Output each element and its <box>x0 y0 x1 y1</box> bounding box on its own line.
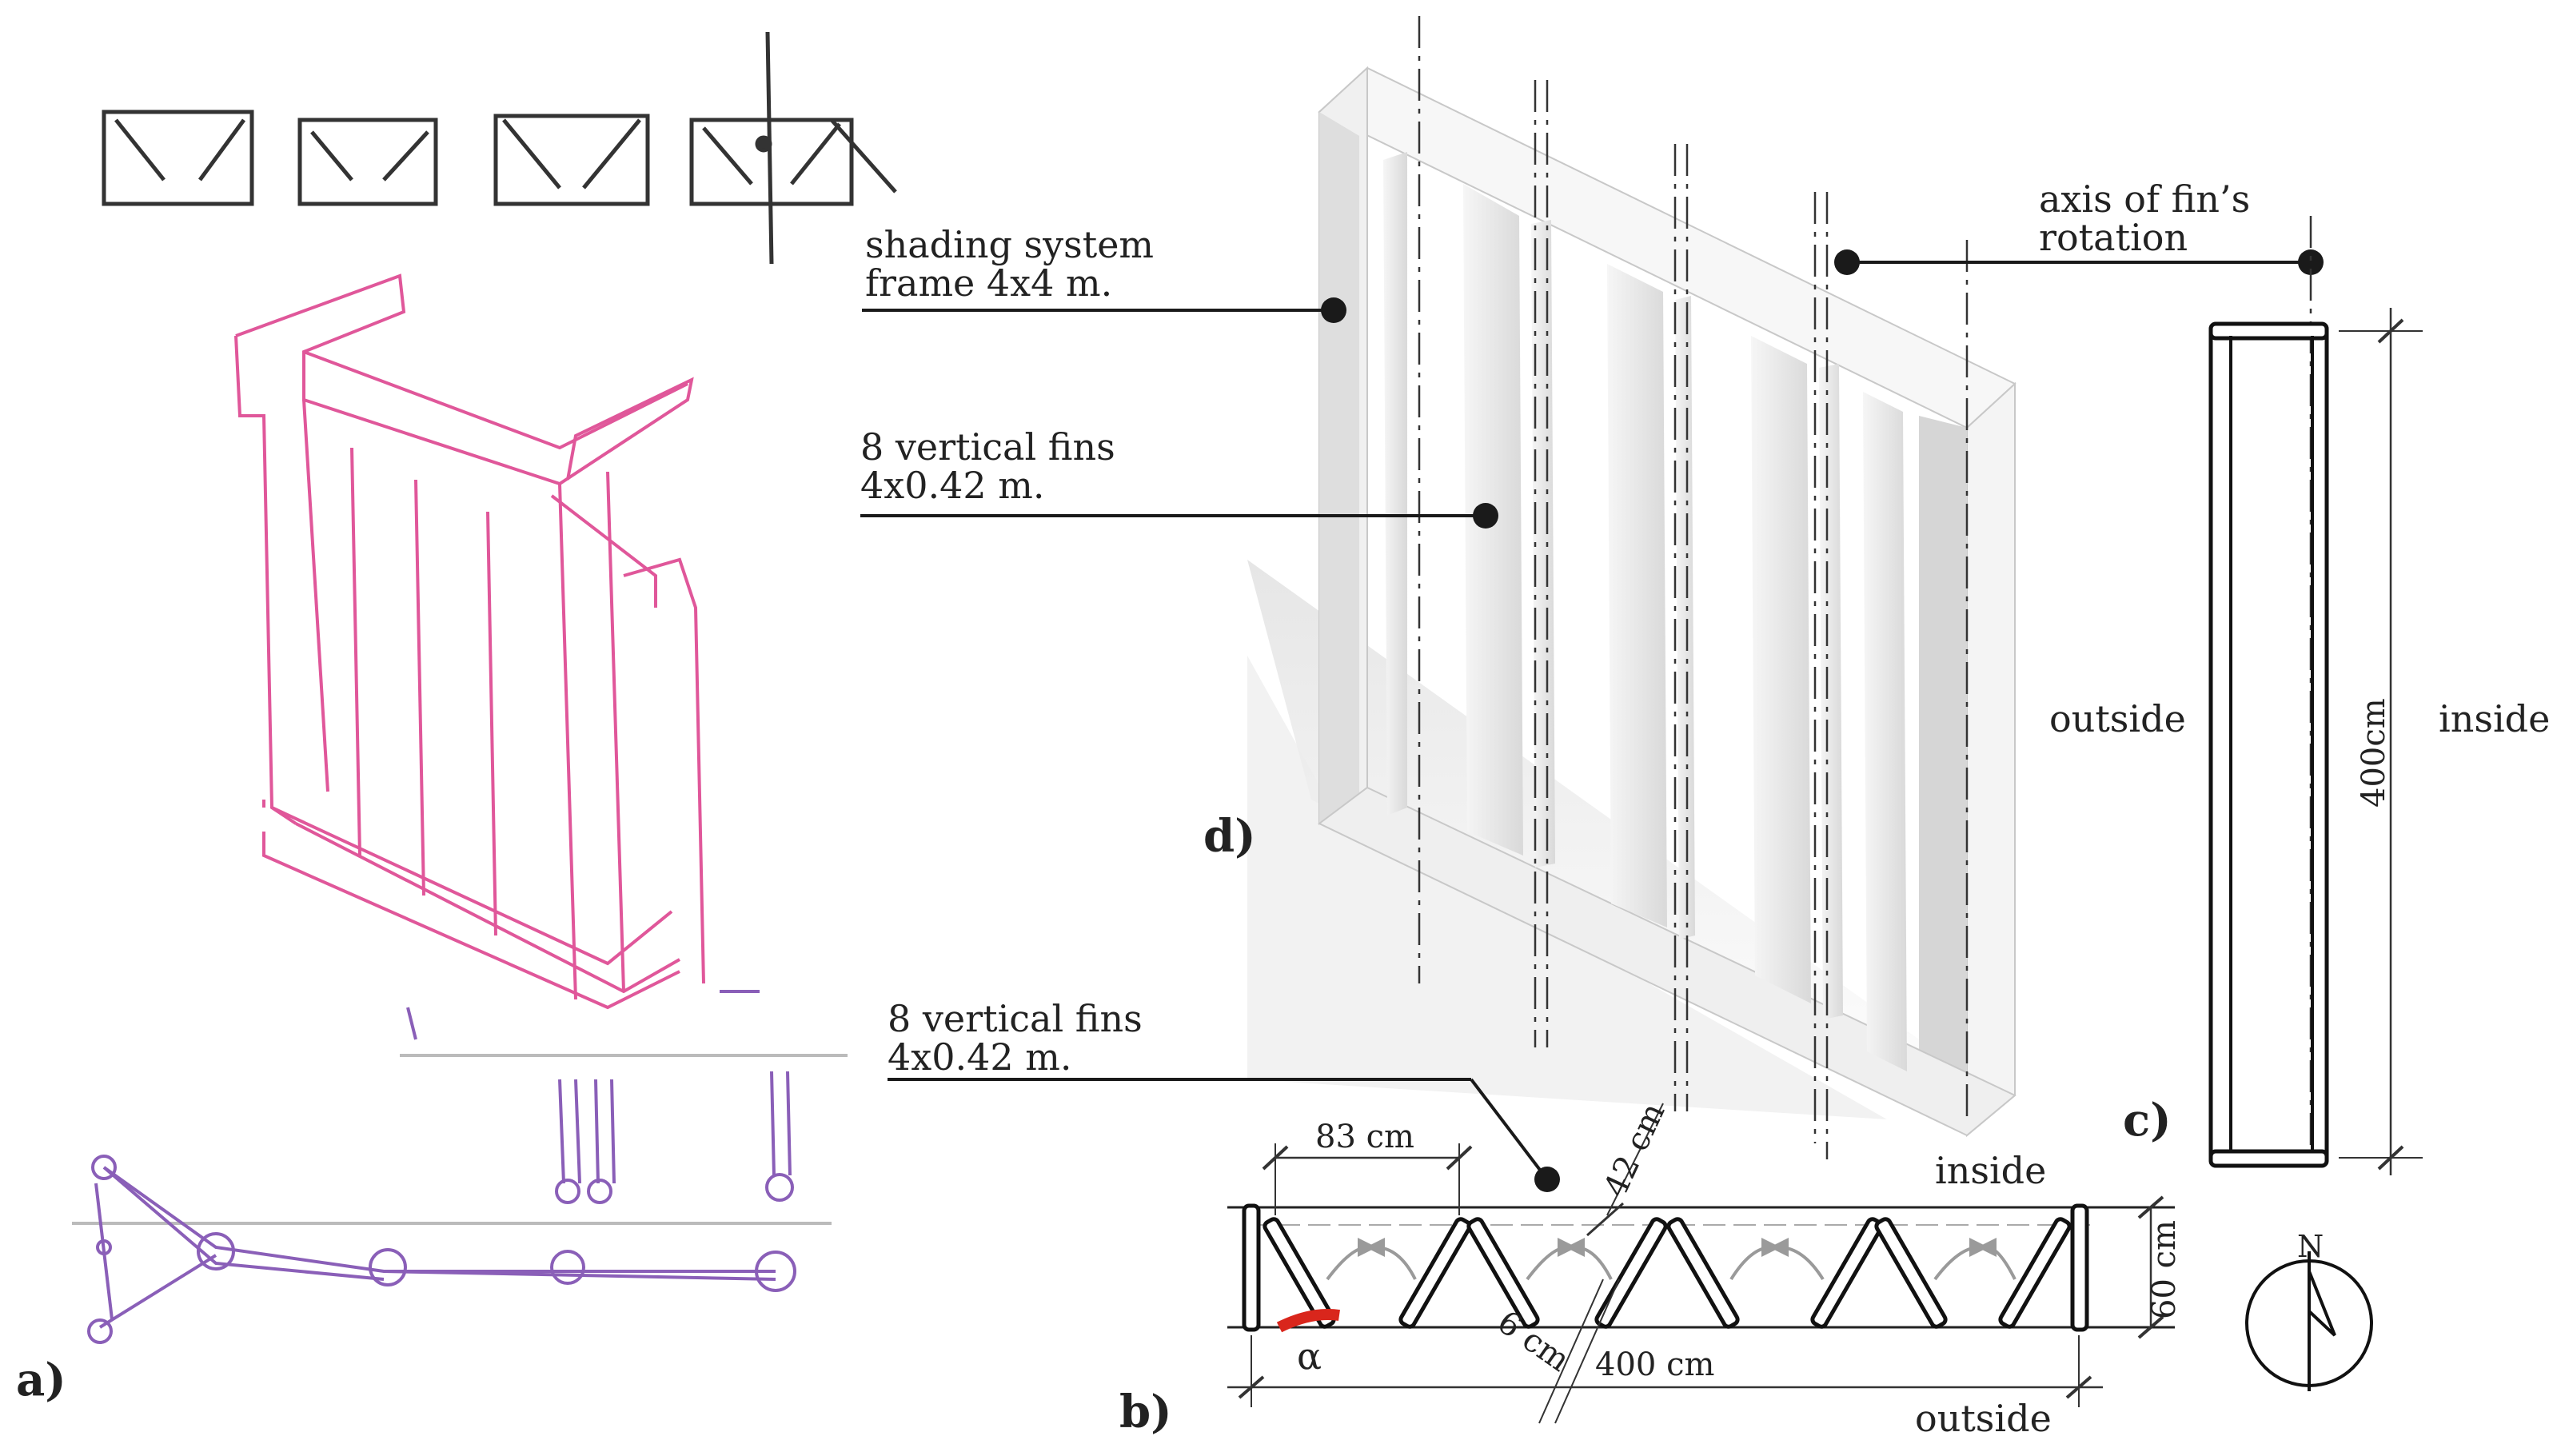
angle-arc <box>1276 1309 1340 1333</box>
panel-c-section <box>2208 216 2423 1175</box>
thumbnail-1 <box>102 110 254 206</box>
rotation-axes <box>1418 16 1969 1159</box>
dim-spacing: 83 cm <box>1315 1119 1414 1155</box>
dim-fin-width: 42 cm <box>1597 1097 1672 1203</box>
north-compass <box>2245 1251 2373 1391</box>
leader-frame <box>862 297 1346 323</box>
plan-inside-label: inside <box>1935 1149 2046 1192</box>
panel-b-plan <box>888 1078 2175 1424</box>
leader-fins-iso <box>860 503 1498 529</box>
thumbnail-3 <box>493 114 650 206</box>
purple-plan-sketch <box>72 990 848 1344</box>
plan-outside-label: outside <box>1915 1397 2052 1440</box>
label-fins-iso: 8 vertical fins 4x0.42 m. <box>860 425 1127 507</box>
panel-d-render <box>1247 16 2016 1159</box>
panel-label-b: b) <box>1119 1386 1172 1438</box>
label-axis: axis of fin’s rotation <box>2039 178 2262 259</box>
frame-top <box>1318 66 2016 429</box>
frame-bottom <box>1318 786 2016 1137</box>
panel-label-c: c) <box>2123 1094 2172 1147</box>
panel-label-a: a) <box>16 1354 66 1406</box>
panel-label-d: d) <box>1203 810 1256 863</box>
leader-axis <box>1834 249 2324 275</box>
dim-depth: 60 cm <box>2146 1220 2183 1319</box>
dim-length: 400 cm <box>1595 1346 1714 1383</box>
plan-fins <box>1263 1217 2072 1329</box>
rotation-arrows <box>1326 1238 2016 1281</box>
label-fins-plan: 8 vertical fins 4x0.42 m. <box>888 997 1154 1079</box>
dim-height: 400cm <box>2356 698 2392 808</box>
angle-alpha-label: α <box>1297 1334 1322 1378</box>
rotation-thumbnails <box>102 31 897 265</box>
label-frame: shading system frame 4x4 m. <box>865 223 1166 305</box>
compass-north-label: N <box>2297 1229 2324 1264</box>
rendered-fins <box>1383 152 1907 1071</box>
frame-right-post <box>1966 381 2016 1138</box>
section-outside-label: outside <box>2049 697 2186 740</box>
section-inside-label: inside <box>2439 697 2550 740</box>
thumbnail-2 <box>297 118 438 206</box>
panel-a-sketches <box>72 31 897 1344</box>
pink-frame-sketch <box>234 273 705 1010</box>
